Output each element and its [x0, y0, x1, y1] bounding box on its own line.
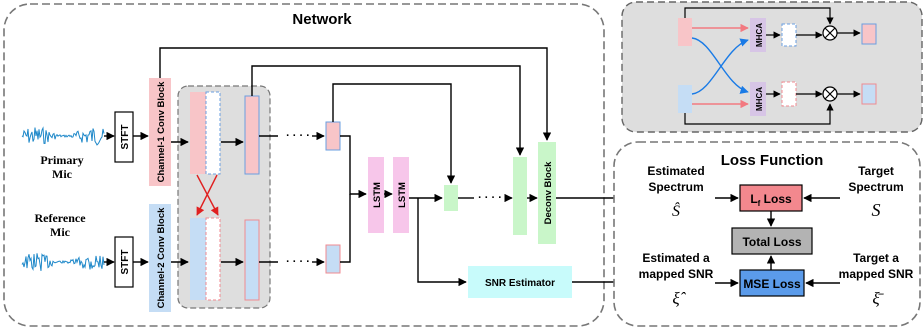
channel-2-conv-label: Channel-2 Conv Block	[156, 207, 167, 309]
lf-loss-box	[739, 184, 803, 212]
primary-waveform	[21, 124, 105, 146]
stft-label-1: STFT	[120, 125, 131, 150]
ellipsis-1: · · · ·	[286, 130, 310, 142]
mse-loss-box	[739, 269, 805, 297]
total-loss-box	[731, 227, 813, 255]
stft-block-1	[114, 111, 134, 163]
stft-label-2: STFT	[120, 250, 131, 275]
lstm-label-1: LSTM	[372, 182, 383, 208]
ellipsis-3: · · · ·	[478, 192, 502, 204]
target-spectrum-label-2: Spectrum	[848, 180, 903, 194]
channel-2-conv-block	[149, 204, 171, 312]
multiply-icon-top	[822, 25, 838, 41]
total-loss-label: Total Loss	[742, 235, 801, 249]
lstm-label-2: LSTM	[397, 182, 408, 208]
reference-waveform	[21, 253, 105, 272]
target-spectrum-symbol: S	[872, 200, 881, 220]
channel-1-conv-label: Channel-1 Conv Block	[156, 81, 167, 183]
primary-mic-label-2: Mic	[52, 167, 73, 181]
deconv-label: Deconv Block	[543, 161, 554, 225]
mhca-block-top	[750, 18, 766, 52]
mse-loss-label: MSE Loss	[743, 277, 801, 291]
estimated-spectrum-label: Estimated	[647, 164, 704, 178]
lstm-block-1	[368, 157, 384, 233]
loss-title: Loss Function	[721, 152, 824, 169]
mhca-detail-panel	[621, 1, 923, 133]
estimated-spectrum-label-2: Spectrum	[648, 180, 703, 194]
mhca-label-top: MHCA	[755, 23, 764, 47]
mhca-label-bottom: MHCA	[755, 87, 764, 111]
multiply-icon-bottom	[822, 86, 838, 102]
lstm-block-2	[393, 157, 409, 233]
reference-mic-label: Reference	[34, 211, 86, 225]
network-title: Network	[292, 11, 352, 28]
reference-mic-label-2: Mic	[50, 225, 71, 239]
mhca-block-bottom	[750, 82, 766, 116]
channel-1-conv-block	[149, 78, 171, 186]
snr-estimator-label: SNR Estimator	[485, 278, 555, 289]
estimated-snr-label-2: mapped SNR	[639, 267, 714, 281]
estimated-snr-label: Estimated a	[642, 251, 710, 265]
lf-loss-label: Lf Loss	[750, 192, 792, 208]
target-snr-label-2: mapped SNR	[839, 267, 914, 281]
deconv-block	[538, 142, 556, 244]
target-spectrum-label: Target	[858, 164, 894, 178]
estimated-spectrum-symbol: Ŝ	[672, 201, 680, 220]
target-snr-label: Target a	[853, 251, 899, 265]
primary-mic-label: Primary	[40, 153, 83, 167]
snr-estimator-block	[468, 266, 572, 298]
ellipsis-2: · · · ·	[286, 256, 310, 268]
